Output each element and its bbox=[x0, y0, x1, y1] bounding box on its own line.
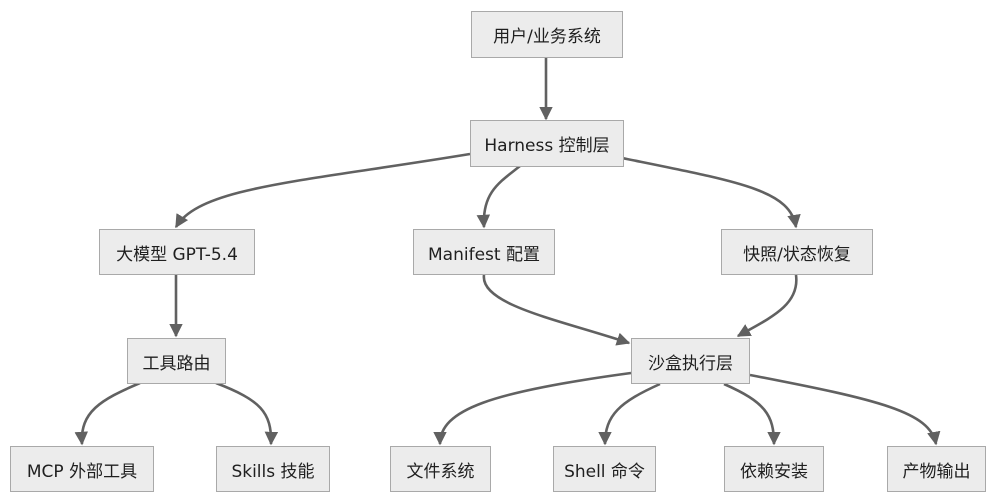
node-sandbox[interactable]: 沙盒执行层 bbox=[631, 338, 750, 384]
edge-sandbox-deps bbox=[723, 382, 781, 446]
edge-router-mcp bbox=[74, 381, 141, 446]
node-skills[interactable]: Skills 技能 bbox=[216, 446, 330, 492]
node-mcp[interactable]: MCP 外部工具 bbox=[10, 446, 154, 492]
node-deps[interactable]: 依赖安装 bbox=[724, 446, 824, 492]
node-manifest[interactable]: Manifest 配置 bbox=[413, 229, 555, 275]
edge-manifest-sandbox bbox=[482, 274, 631, 346]
node-fs[interactable]: 文件系统 bbox=[390, 446, 491, 492]
edge-harness-llm bbox=[174, 152, 471, 229]
node-harness[interactable]: Harness 控制层 bbox=[470, 120, 624, 167]
edge-sandbox-shell bbox=[598, 382, 661, 446]
node-output[interactable]: 产物输出 bbox=[887, 446, 986, 492]
edge-sandbox-fs bbox=[433, 371, 632, 446]
node-router[interactable]: 工具路由 bbox=[127, 338, 226, 384]
edge-sandbox-output bbox=[749, 373, 941, 446]
node-shell[interactable]: Shell 命令 bbox=[553, 446, 656, 492]
edge-harness-snapshot bbox=[621, 156, 801, 229]
node-llm[interactable]: 大模型 GPT-5.4 bbox=[99, 229, 255, 275]
edge-snapshot-sandbox bbox=[736, 274, 798, 338]
edge-router-skills bbox=[215, 381, 279, 446]
node-user[interactable]: 用户/业务系统 bbox=[471, 11, 623, 58]
edge-harness-manifest bbox=[476, 164, 521, 229]
node-snapshot[interactable]: 快照/状态恢复 bbox=[721, 229, 873, 275]
